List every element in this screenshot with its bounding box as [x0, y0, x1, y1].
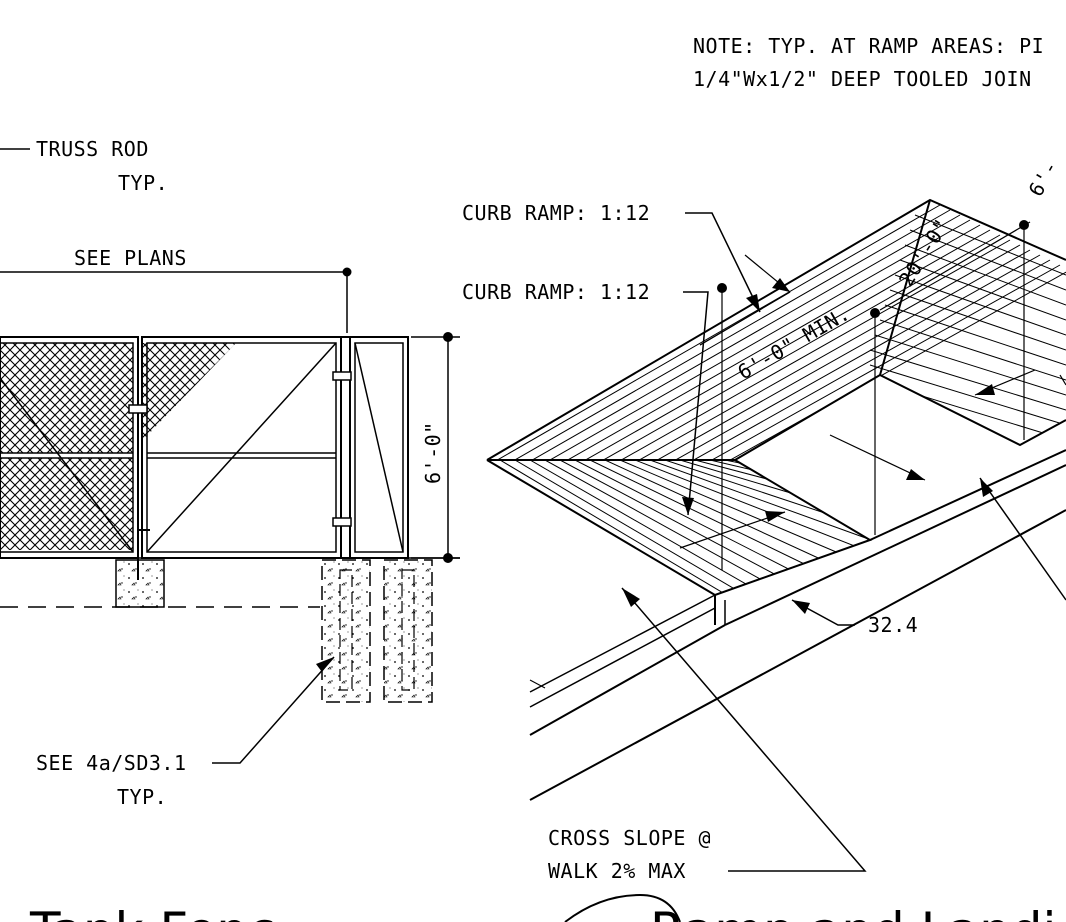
- elevation-label: 32.4: [868, 613, 918, 637]
- mesh-panel-lower: [0, 458, 133, 550]
- curb-ramp-label-2: CURB RAMP: 1:12: [462, 280, 650, 304]
- cross-slope-leader: [621, 587, 867, 872]
- walk-line-2: [529, 624, 726, 736]
- ramp-detail-title: Ramp and Landi: [650, 902, 1056, 922]
- detail-bubble: [564, 893, 681, 922]
- curb-ramp-hatch-upper: [487, 200, 1066, 460]
- lower-flare: [486, 459, 873, 597]
- truss-rod-typ-label: TYP.: [118, 171, 168, 195]
- truss-rod-label: TRUSS ROD: [36, 137, 149, 161]
- fence-height-label: 6'-0": [421, 421, 445, 484]
- see-detail-leader: [212, 656, 335, 764]
- curb-ramp-label-1: CURB RAMP: 1:12: [462, 201, 650, 225]
- see-plans-label: SEE PLANS: [74, 246, 187, 270]
- general-note: NOTE: TYP. AT RAMP AREAS: PI 1/4"Wx1/2" …: [693, 34, 1044, 91]
- walk-line-3: [529, 509, 1066, 801]
- curb-ramp-leader-2: [683, 291, 709, 516]
- landing-edge: [487, 373, 1066, 461]
- curb-ramp-hatch-lower: [487, 460, 870, 595]
- truss-rod-left: [0, 377, 134, 553]
- length-label: 20'-0": [894, 214, 954, 291]
- walk-line-1: [529, 594, 716, 693]
- fence-elevation: [0, 148, 460, 764]
- curb-ramp-leader-1: [685, 212, 761, 313]
- gate-frame-right-inner: [146, 342, 337, 553]
- gate-frame-left-inner: [0, 342, 134, 553]
- hinge-lower: [332, 517, 352, 527]
- mesh-panel-upper: [0, 343, 133, 453]
- fence-detail-title: Tank Fenc: [29, 902, 275, 922]
- post-footing-1: [321, 559, 371, 703]
- gate-footing: [115, 559, 165, 608]
- cross-slope-label-1: CROSS SLOPE @: [548, 826, 711, 850]
- length-dim-line: [879, 221, 1031, 311]
- post-footing-2: [383, 559, 433, 703]
- note-line-1: NOTE: TYP. AT RAMP AREAS: PI: [693, 34, 1044, 58]
- cross-slope-label-2: WALK 2% MAX: [548, 859, 686, 883]
- latch-upper: [128, 404, 148, 414]
- partial-dim-label: 6'-: [1024, 156, 1064, 201]
- see-detail-label: SEE 4a/SD3.1: [36, 751, 187, 775]
- note-line-2: 1/4"Wx1/2" DEEP TOOLED JOIN: [693, 67, 1032, 91]
- truss-rod-right: [146, 342, 337, 553]
- ramp-isometric: [486, 198, 1066, 872]
- curb-edge: [869, 449, 1066, 541]
- hinge-upper: [332, 371, 352, 381]
- see-detail-typ-label: TYP.: [117, 785, 167, 809]
- mesh-panel-wedge: [143, 343, 236, 440]
